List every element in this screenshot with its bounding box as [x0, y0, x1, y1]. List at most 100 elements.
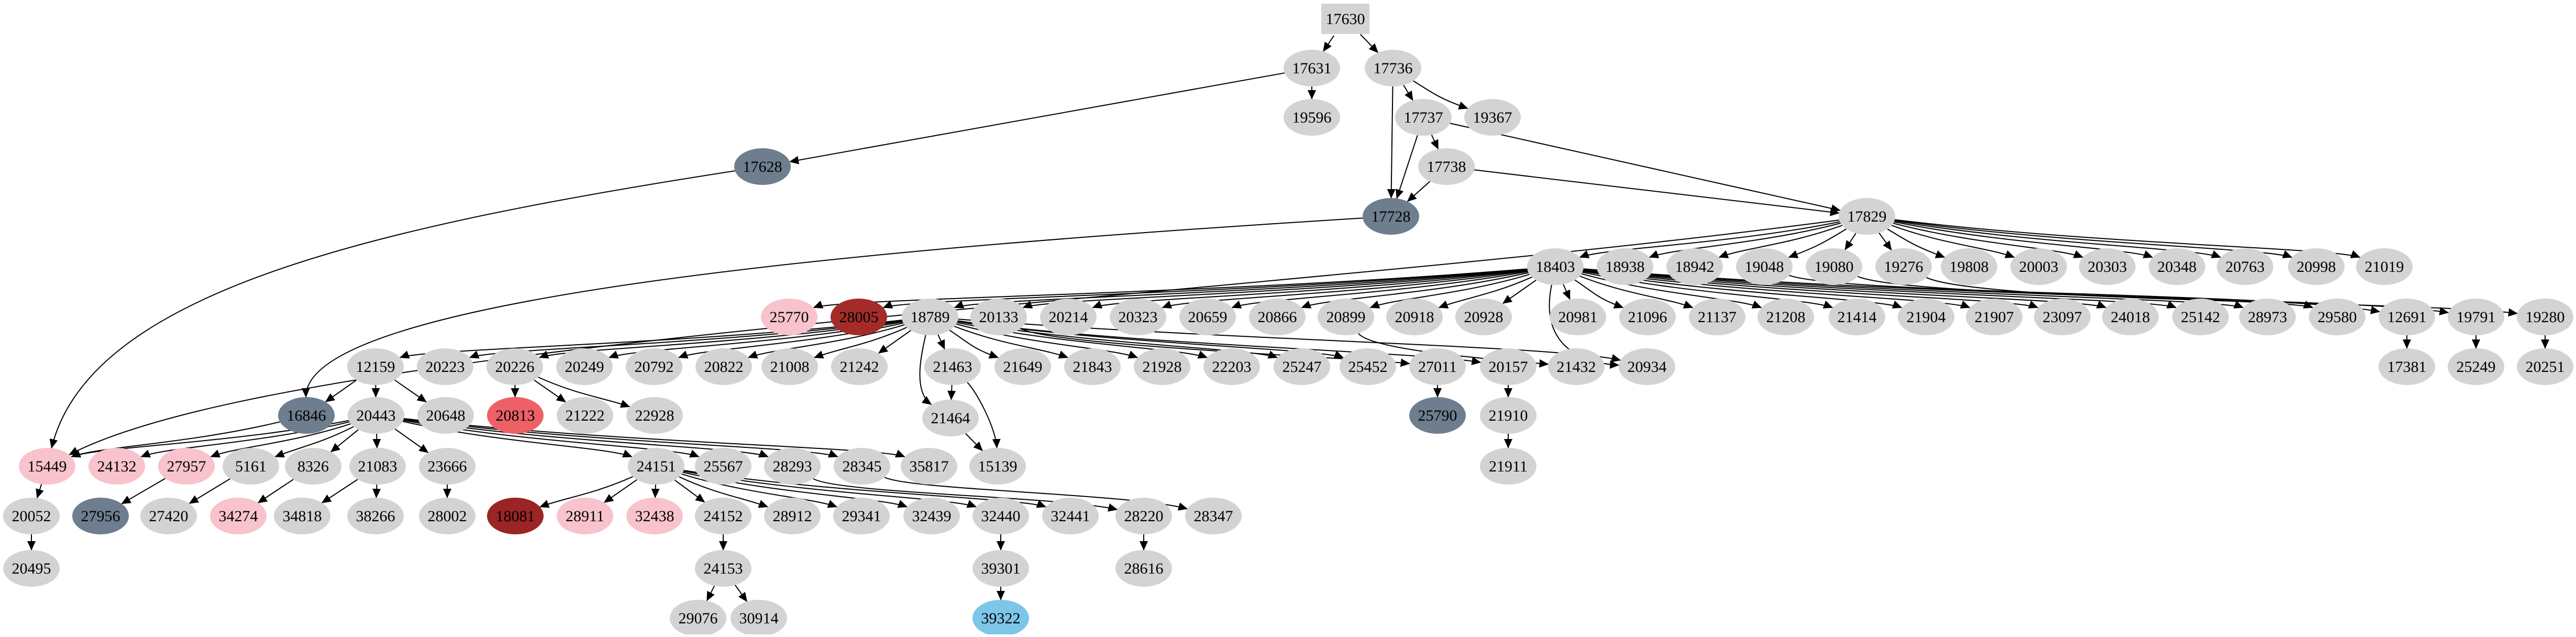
node-label: 28293 [773, 458, 812, 475]
node-label: 20763 [2226, 258, 2265, 276]
edge-21463-21464 [951, 385, 952, 400]
edge-24151-32438 [655, 485, 656, 498]
node-21904: 21904 [1898, 299, 1954, 335]
node-17728: 17728 [1363, 198, 1419, 235]
node-21432: 21432 [1548, 348, 1605, 385]
node-label: 28005 [839, 309, 879, 326]
edge-17736-17728 [1391, 86, 1393, 198]
node-label: 28616 [1124, 560, 1164, 577]
node-19280: 19280 [2517, 299, 2573, 335]
node-label: 15449 [28, 458, 67, 475]
node-label: 19791 [2457, 309, 2496, 326]
edge-17736-17737 [1403, 85, 1413, 101]
node-18942: 18942 [1666, 248, 1723, 285]
node-17738: 17738 [1418, 148, 1475, 185]
node-28911: 28911 [557, 498, 613, 534]
node-label: 32441 [1051, 508, 1090, 525]
node-19808: 19808 [1941, 248, 1997, 285]
node-label: 24151 [637, 458, 676, 475]
edge-24153-30914 [735, 585, 747, 602]
node-label: 21008 [770, 358, 810, 376]
edge-17737-17728 [1397, 135, 1418, 199]
node-label: 21907 [1975, 309, 2014, 326]
node-27957: 27957 [158, 448, 215, 485]
node-21137: 21137 [1689, 299, 1745, 335]
node-29341: 29341 [833, 498, 890, 534]
node-21843: 21843 [1064, 348, 1121, 385]
node-25452: 25452 [1340, 348, 1396, 385]
node-label: 25249 [2457, 358, 2496, 376]
node-20899: 20899 [1318, 299, 1374, 335]
node-20792: 20792 [626, 348, 682, 385]
node-21463: 21463 [924, 348, 981, 385]
node-19080: 19080 [1806, 248, 1862, 285]
node-label: 28912 [773, 508, 812, 525]
node-23666: 23666 [419, 448, 476, 485]
node-25249: 25249 [2448, 348, 2504, 385]
node-20249: 20249 [556, 348, 613, 385]
node-label: 21904 [1907, 309, 1946, 326]
edge-21083-34818 [322, 479, 358, 503]
node-32441: 32441 [1042, 498, 1099, 534]
edge-17737-17829 [1450, 123, 1840, 210]
node-label: 19080 [1815, 258, 1854, 276]
node-28345: 28345 [834, 448, 890, 485]
node-label: 20981 [1558, 309, 1598, 326]
node-label: 29580 [2318, 309, 2357, 326]
node-label: 21019 [2365, 258, 2404, 276]
edge-17631-17628 [790, 73, 1285, 161]
node-28973: 28973 [2239, 299, 2296, 335]
node-15449: 15449 [19, 448, 75, 485]
node-label: 29341 [842, 508, 881, 525]
node-20495: 20495 [3, 550, 60, 587]
node-label: 21649 [1003, 358, 1043, 376]
node-29076: 29076 [670, 600, 726, 634]
node-label: 21208 [1766, 309, 1806, 326]
node-29580: 29580 [2309, 299, 2365, 335]
node-label: 20303 [2088, 258, 2127, 276]
node-20052: 20052 [3, 498, 60, 534]
edge-17829-19080 [1845, 233, 1856, 250]
node-label: 18789 [911, 309, 950, 326]
node-25790: 25790 [1409, 397, 1466, 434]
node-27011: 27011 [1409, 348, 1466, 385]
node-22928: 22928 [626, 397, 683, 434]
node-18789: 18789 [902, 299, 958, 335]
node-25142: 25142 [2172, 299, 2229, 335]
node-24153: 24153 [695, 550, 751, 587]
node-12691: 12691 [2379, 299, 2435, 335]
node-21911: 21911 [1480, 448, 1536, 485]
node-21096: 21096 [1619, 299, 1676, 335]
node-label: 24132 [97, 458, 137, 475]
edge-12159-20648 [395, 380, 426, 402]
node-label: 39301 [981, 560, 1021, 577]
node-18403: 18403 [1527, 248, 1584, 285]
node-21008: 21008 [761, 348, 818, 385]
node-18938: 18938 [1597, 248, 1653, 285]
node-label: 29076 [679, 610, 718, 627]
node-label: 30914 [739, 610, 779, 627]
node-label: 20934 [1628, 358, 1667, 376]
node-label: 17829 [1848, 208, 1887, 225]
edge-24153-29076 [707, 586, 714, 600]
node-20981: 20981 [1550, 299, 1606, 335]
node-label: 19808 [1950, 258, 1989, 276]
node-20813: 20813 [487, 397, 544, 434]
edge-17829-19276 [1879, 233, 1892, 250]
node-label: 25142 [2181, 309, 2220, 326]
node-label: 34818 [283, 508, 322, 525]
node-21414: 21414 [1829, 299, 1885, 335]
node-27420: 27420 [140, 498, 197, 534]
node-19276: 19276 [1875, 248, 1932, 285]
node-21910: 21910 [1480, 397, 1536, 434]
node-label: 20443 [357, 407, 396, 424]
node-20226: 20226 [487, 348, 543, 385]
node-17829: 17829 [1839, 198, 1895, 235]
node-label: 20052 [12, 508, 51, 525]
node-label: 20003 [2019, 258, 2059, 276]
node-label: 25790 [1418, 407, 1457, 424]
node-label: 20133 [979, 309, 1019, 326]
node-label: 19367 [1473, 109, 1512, 126]
node-20303: 20303 [2079, 248, 2136, 285]
